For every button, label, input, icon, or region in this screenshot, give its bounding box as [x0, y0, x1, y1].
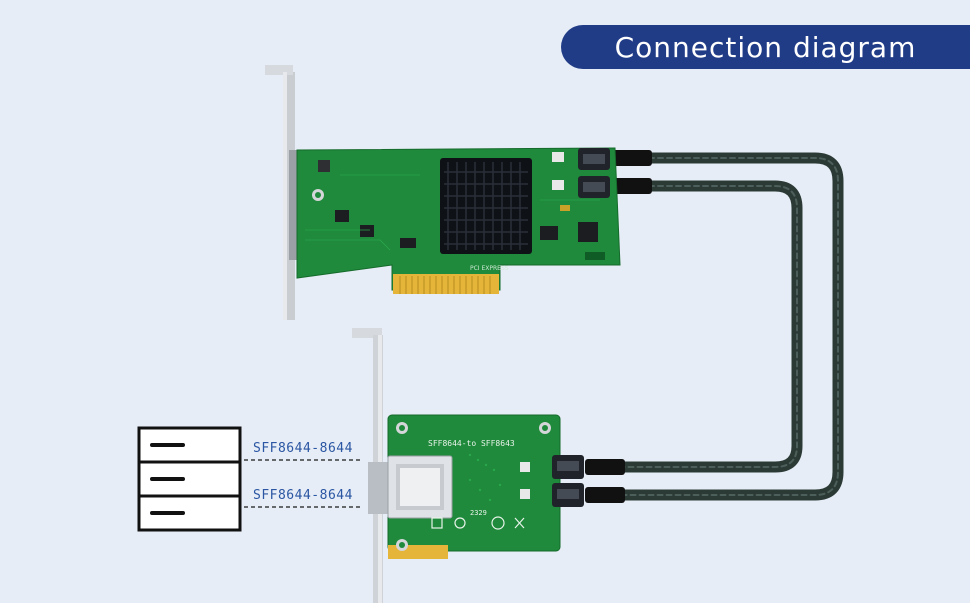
- cable-outer: [606, 152, 844, 501]
- hba-bracket: [265, 65, 301, 320]
- cables: [585, 150, 844, 503]
- adapter-code: 2329: [470, 509, 487, 517]
- cable-inner: [606, 180, 803, 473]
- adapter-external-port: [368, 455, 453, 519]
- title-banner: Connection diagram: [561, 25, 970, 69]
- hba-heatsink: [440, 158, 532, 254]
- hba-pcie-logo: PCI EXPRESS: [470, 265, 509, 272]
- hba-components: [312, 160, 605, 260]
- adapter-vias: [468, 453, 502, 502]
- port-label-top: SFF8644-8644: [253, 441, 353, 456]
- port-label-bottom: SFF8644-8644: [253, 488, 353, 503]
- drive-slots: [150, 443, 185, 515]
- hba-gold-fingers: [393, 274, 499, 294]
- adapter-card: SFF8644-to SFF8643 2329: [352, 328, 584, 603]
- page-title: Connection diagram: [614, 30, 917, 64]
- hba-traces: [305, 174, 600, 251]
- hba-internal-ports: [552, 148, 610, 198]
- adapter-internal-ports: [520, 455, 584, 507]
- port-leaders: [244, 459, 362, 508]
- adapter-silkscreen: SFF8644-to SFF8643: [428, 439, 515, 448]
- adapter-cert-marks: [431, 516, 525, 530]
- hba-card: PCI EXPRESS: [265, 65, 621, 320]
